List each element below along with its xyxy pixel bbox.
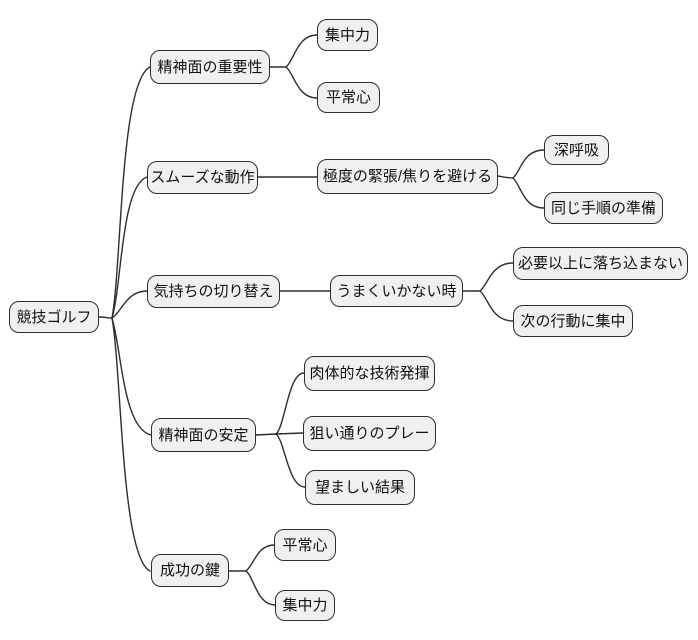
edge-b2c1-stub xyxy=(497,175,514,179)
node-composure-bottom[interactable]: 平常心 xyxy=(274,529,336,561)
node-when-things-go-wrong[interactable]: うまくいかない時 xyxy=(330,275,463,307)
node-concentration-bottom[interactable]: 集中力 xyxy=(275,590,335,621)
edge-root-to-mental-importance xyxy=(111,66,151,319)
node-play-as-planned[interactable]: 狙い通りのプレー xyxy=(303,416,436,451)
edge-b5-to-concentration xyxy=(245,570,276,606)
edge-b4-to-desirable-results xyxy=(275,433,306,488)
node-mental-stability[interactable]: 精神面の安定 xyxy=(151,418,256,452)
edge-root-to-mindset-switching xyxy=(111,290,148,319)
node-desirable-results[interactable]: 望ましい結果 xyxy=(305,470,415,505)
edge-b2c1-to-same-routine xyxy=(512,177,545,209)
edge-b1-to-concentration xyxy=(285,34,318,68)
node-avoid-tension[interactable]: 極度の緊張/焦りを避ける xyxy=(317,159,498,194)
node-mental-importance[interactable]: 精神面の重要性 xyxy=(150,50,270,84)
edge-b3c1-to-dont-get-down xyxy=(479,262,514,292)
edge-b3c1-to-focus-next xyxy=(479,290,514,322)
edge-root-to-key-to-success xyxy=(111,317,151,572)
node-same-routine-prep[interactable]: 同じ手順の準備 xyxy=(544,192,663,224)
edge-b4-stub xyxy=(255,433,277,436)
node-dont-get-too-down[interactable]: 必要以上に落ち込まない xyxy=(513,247,688,280)
node-deep-breathing[interactable]: 深呼吸 xyxy=(544,135,609,165)
node-focus-next-action[interactable]: 次の行動に集中 xyxy=(513,305,633,337)
node-concentration-top[interactable]: 集中力 xyxy=(317,19,378,51)
node-key-to-success[interactable]: 成功の鍵 xyxy=(151,554,229,587)
edge-b1-to-composure xyxy=(285,66,318,99)
edge-b5-to-composure xyxy=(245,544,275,572)
edge-b2c1-to-deep-breathing xyxy=(512,149,545,179)
node-physical-skill-execution[interactable]: 肉体的な技術発揮 xyxy=(304,356,435,391)
edge-b4-to-physical-skill xyxy=(275,372,305,435)
edge-root-stub xyxy=(98,316,113,319)
edge-b4-to-play-as-planned xyxy=(275,432,304,435)
edge-root-to-smooth-motion xyxy=(111,176,148,319)
node-mindset-switching[interactable]: 気持ちの切り替え xyxy=(147,275,280,308)
node-root[interactable]: 競技ゴルフ xyxy=(9,301,99,333)
node-smooth-motion[interactable]: スムーズな動作 xyxy=(147,161,258,194)
node-composure-top[interactable]: 平常心 xyxy=(317,82,380,113)
edge-root-to-mental-stability xyxy=(111,317,152,436)
